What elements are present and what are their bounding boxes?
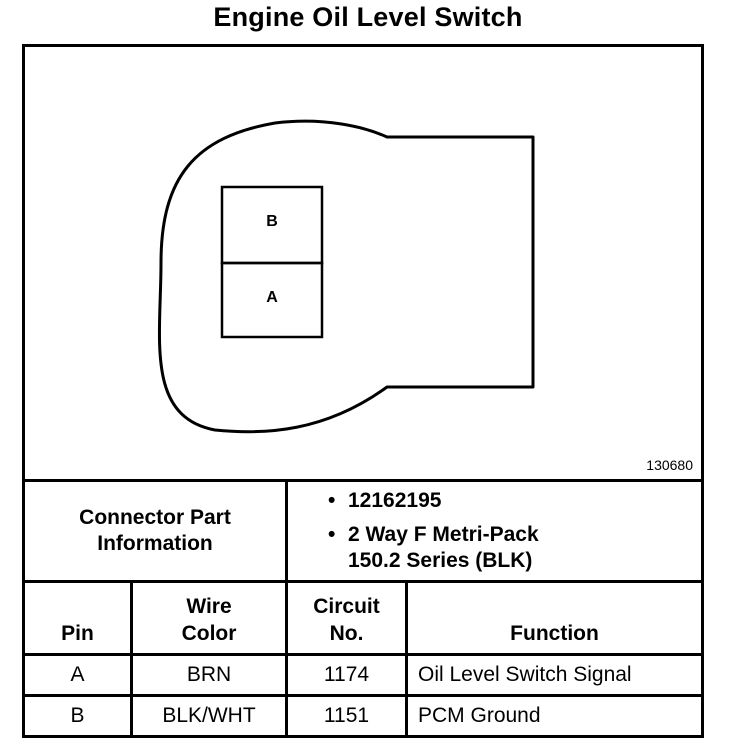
col-header-pin: Pin (22, 580, 133, 656)
connector-info-label: Connector Part Information (22, 479, 288, 583)
connector-diagram: B A 130680 (22, 44, 704, 483)
figure-id: 130680 (646, 457, 693, 473)
col-header-function: Function (405, 580, 704, 656)
cell-wire-color: BLK/WHT (130, 694, 288, 738)
cell-pin: A (22, 653, 133, 697)
pin-cavity-a (220, 261, 324, 339)
table-row: A BRN 1174 Oil Level Switch Signal (22, 653, 704, 697)
list-item: •2 Way F Metri-Pack 150.2 Series (BLK) (328, 523, 539, 572)
cell-wire-color: BRN (130, 653, 288, 697)
connector-info-list: •12162195 •2 Way F Metri-Pack 150.2 Seri… (285, 479, 704, 583)
connector-info-row: Connector Part Information •12162195 •2 … (22, 479, 704, 583)
col-header-circuit: Circuit No. (285, 580, 408, 656)
connector-housing (157, 119, 535, 434)
table-row: B BLK/WHT 1151 PCM Ground (22, 694, 704, 738)
cell-circuit: 1151 (285, 694, 408, 738)
cell-function: PCM Ground (405, 694, 704, 738)
pin-label-b: B (266, 213, 278, 230)
connector-table: Connector Part Information •12162195 •2 … (22, 479, 704, 738)
header-row: Pin Wire Color Circuit No. Function (22, 580, 704, 656)
pin-label-a: A (266, 289, 278, 306)
cell-pin: B (22, 694, 133, 738)
cell-function: Oil Level Switch Signal (405, 653, 704, 697)
col-header-wire-color: Wire Color (130, 580, 288, 656)
page-title: Engine Oil Level Switch (213, 2, 523, 32)
connector-outline (157, 119, 535, 434)
list-item: •12162195 (328, 489, 442, 512)
cell-circuit: 1174 (285, 653, 408, 697)
